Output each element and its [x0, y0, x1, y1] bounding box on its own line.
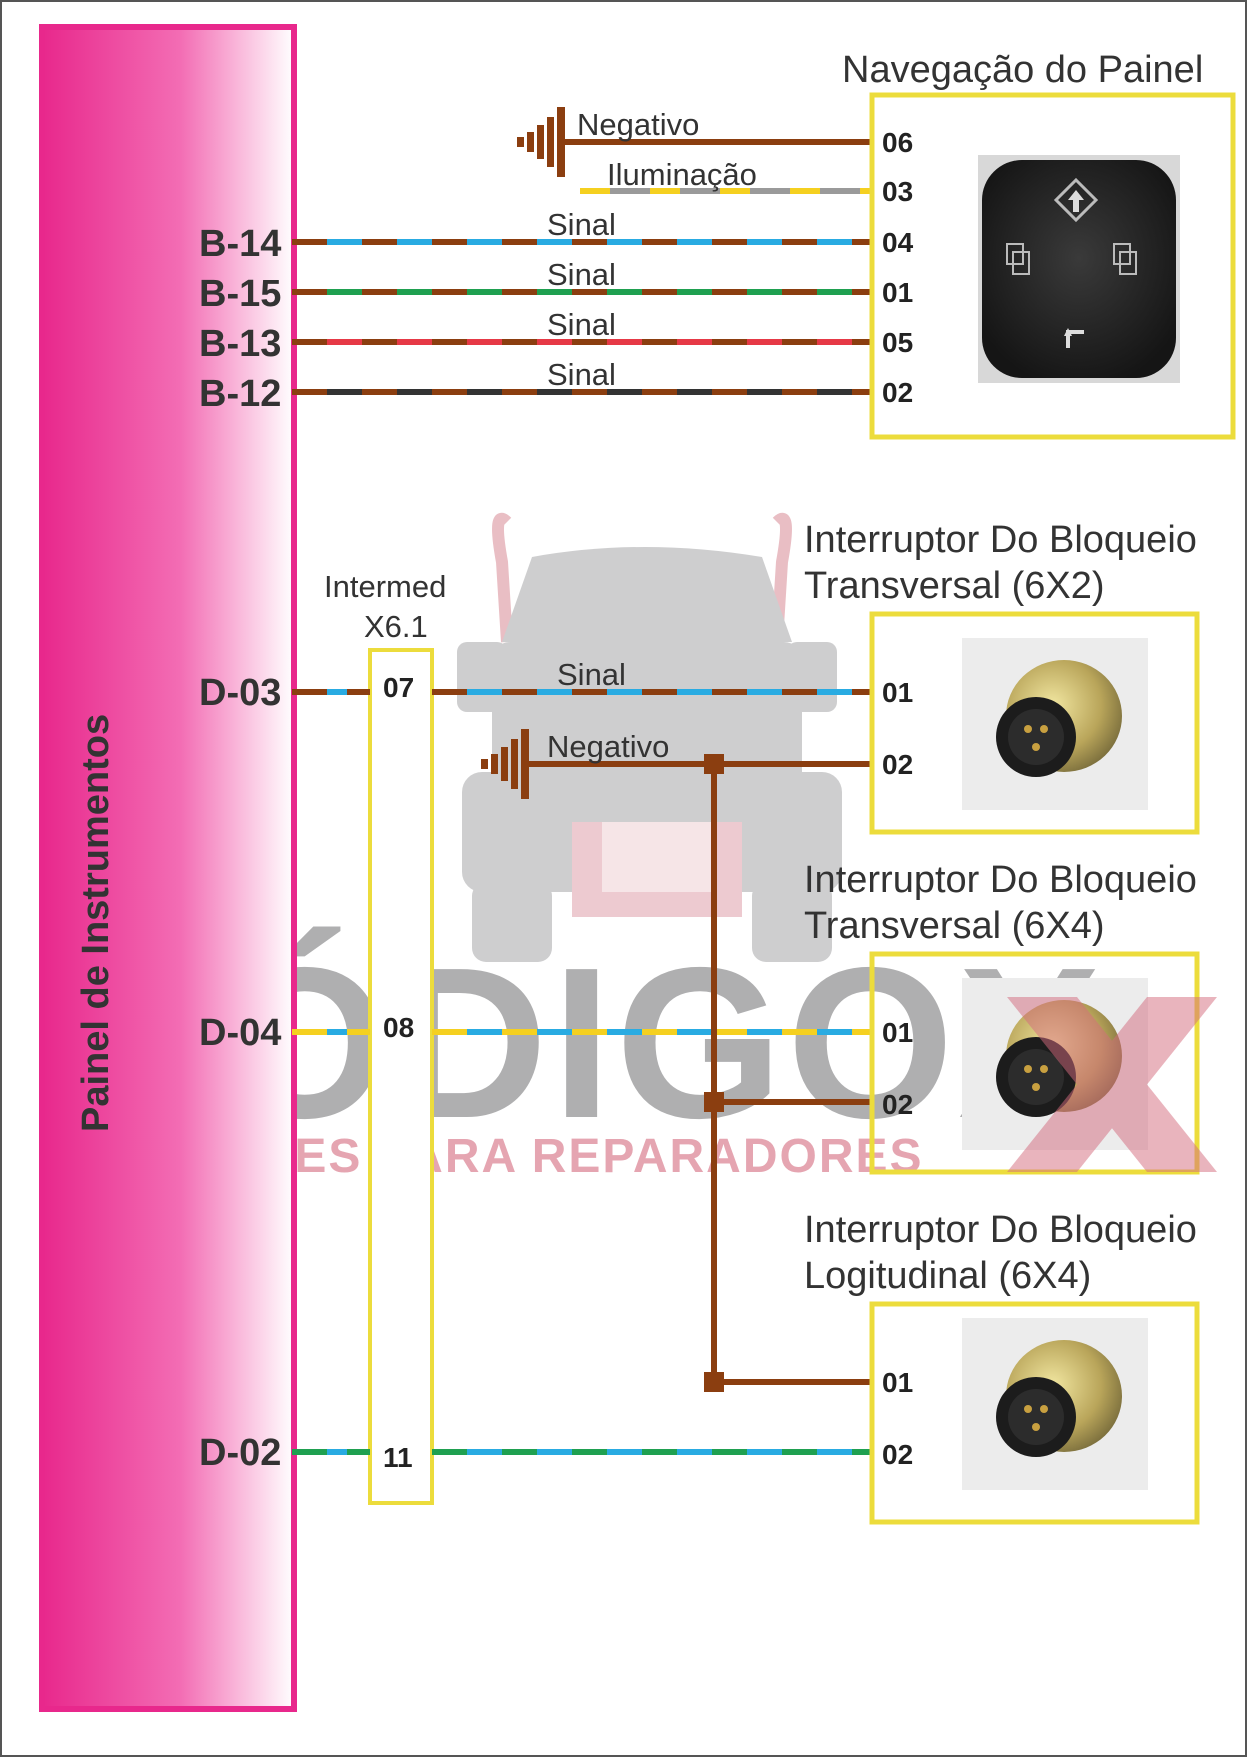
switch3-image: [962, 1318, 1148, 1490]
switch2-pin-02: 02: [882, 1089, 913, 1120]
code-b13: B-13: [199, 323, 281, 365]
d-wires-left: [292, 689, 370, 1455]
nav-signal-label-3: Sinal: [547, 307, 616, 342]
intermed-pin-11: 11: [383, 1442, 413, 1473]
ground-bus: [481, 729, 872, 1392]
code-b15: B-15: [199, 273, 281, 315]
switch2-pin-01: 01: [882, 1017, 913, 1048]
switch3-pin-01: 01: [882, 1367, 913, 1398]
switch3-pin-02: 02: [882, 1439, 913, 1470]
junction-node: [704, 1092, 724, 1112]
nav-pin-04: 04: [882, 227, 914, 258]
watermark-truck: [457, 512, 842, 962]
ground-icon: [517, 107, 565, 177]
panel-title: Painel de Instrumentos: [75, 714, 117, 1132]
nav-pin-01: 01: [882, 277, 913, 308]
d-wires-right: [432, 689, 872, 1455]
intermed-pin-08: 08: [383, 1012, 414, 1043]
nav-illumination-label: Iluminação: [607, 157, 757, 192]
switch1-title-line1: Interruptor Do Bloqueio: [804, 519, 1197, 561]
switch3-title-line1: Interruptor Do Bloqueio: [804, 1209, 1197, 1251]
nav-pin-03: 03: [882, 176, 913, 207]
nav-signal-label-1: Sinal: [547, 207, 616, 242]
intermed-connector: [368, 648, 434, 1505]
code-b14: B-14: [199, 223, 281, 265]
code-b12: B-12: [199, 373, 281, 415]
switch1-image: [962, 638, 1148, 810]
nav-signal-label-4: Sinal: [547, 357, 616, 392]
ground-icon: [481, 729, 529, 799]
watermark-x: [1007, 997, 1217, 1172]
nav-switch-image: [978, 155, 1180, 383]
nav-wires: [292, 107, 872, 395]
switch-ground-label: Negativo: [547, 729, 669, 764]
switch1-signal-label: Sinal: [557, 657, 626, 692]
nav-pin-02: 02: [882, 377, 913, 408]
switch2-title-line1: Interruptor Do Bloqueio: [804, 859, 1197, 901]
intermed-label-line1: Intermed: [324, 569, 446, 604]
switch3-frame: [869, 1301, 1200, 1525]
code-d04: D-04: [199, 1012, 281, 1054]
junction-node: [704, 1372, 724, 1392]
code-d02: D-02: [199, 1432, 281, 1474]
switch1-title-line2: Transversal (6X2): [804, 565, 1105, 607]
junction-node: [704, 754, 724, 774]
nav-title: Navegação do Painel: [842, 49, 1203, 91]
switch1-frame: [869, 611, 1200, 835]
instrument-panel-bar: [39, 24, 297, 1712]
nav-pin-06: 06: [882, 127, 913, 158]
switch2-title-line2: Transversal (6X4): [804, 905, 1105, 947]
nav-ground-label: Negativo: [577, 107, 699, 142]
nav-signal-label-2: Sinal: [547, 257, 616, 292]
switch3-title-line2: Logitudinal (6X4): [804, 1255, 1091, 1297]
nav-pin-05: 05: [882, 327, 913, 358]
page-left-icon: [1006, 243, 1030, 275]
switch1-pin-01: 01: [882, 677, 913, 708]
code-d03: D-03: [199, 672, 281, 714]
intermed-label-line2: X6.1: [364, 609, 428, 644]
switch1-pin-02: 02: [882, 749, 913, 780]
nav-frame: [869, 92, 1236, 440]
arrow-up-icon: [1053, 177, 1099, 223]
intermed-pin-07: 07: [383, 672, 414, 703]
page-right-icon: [1113, 243, 1137, 275]
